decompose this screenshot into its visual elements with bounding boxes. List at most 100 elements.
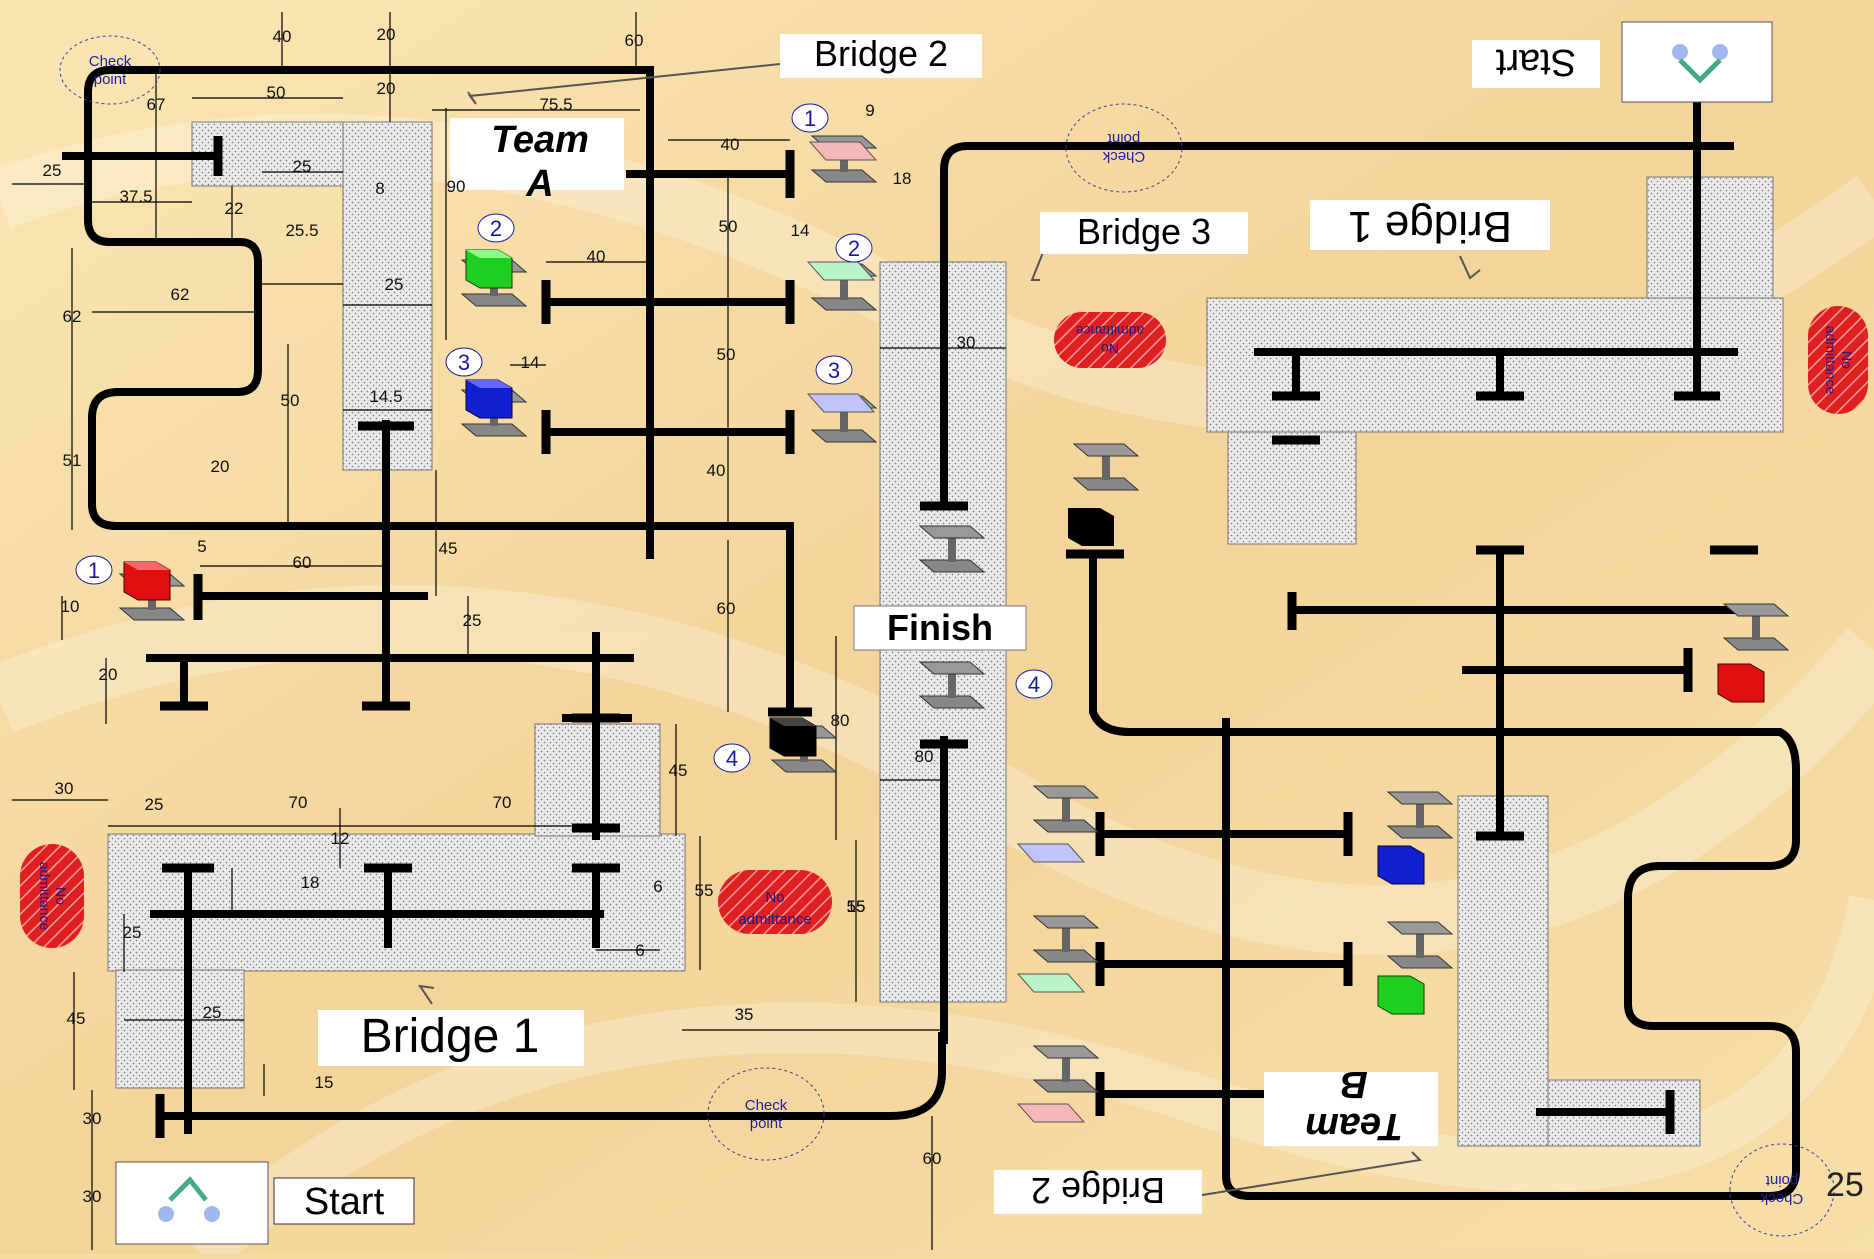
- svg-text:2: 2: [490, 216, 502, 241]
- checkpoint-line2: point: [1107, 130, 1140, 147]
- drop-plates: [806, 141, 1086, 1123]
- dimension-label: 60: [293, 553, 312, 572]
- dimension-label: 18: [301, 873, 320, 892]
- checkpoint-top-center: Check point: [1065, 103, 1183, 193]
- dimension-label: 62: [63, 307, 82, 326]
- slide-number: 25: [1826, 1166, 1864, 1204]
- dimension-label: 18: [893, 169, 912, 188]
- block-stand: [1722, 603, 1790, 651]
- number-3-team-a-stand: 3: [815, 355, 853, 385]
- label-team-b: Team B: [1264, 1063, 1438, 1147]
- blocks: [123, 249, 1765, 1015]
- dimension-lines: [12, 12, 1006, 1250]
- dimension-label: 30: [83, 1109, 102, 1128]
- checkpoint-bottom-right: Check point: [1729, 1143, 1835, 1237]
- dimension-label: 40: [707, 461, 726, 480]
- svg-text:3: 3: [828, 358, 840, 383]
- number-4-black: 4: [713, 743, 751, 773]
- dimension-label: 62: [171, 285, 190, 304]
- label-bridge-3: Bridge 3: [1040, 211, 1248, 254]
- no-admittance-center: No admittance: [718, 870, 832, 934]
- dimension-label: 50: [719, 217, 738, 236]
- dimension-label: 50: [717, 345, 736, 364]
- no-admittance-line2: admittance: [738, 911, 811, 928]
- block-black-center: [1068, 508, 1114, 546]
- svg-text:Bridge 1: Bridge 1: [361, 1010, 540, 1063]
- dimension-label: 60: [923, 1149, 942, 1168]
- dimension-label: 25: [293, 157, 312, 176]
- dimension-label: 55: [695, 881, 714, 900]
- label-bridge-1-top: Bridge 1: [1310, 200, 1550, 251]
- track-caps: [155, 136, 1758, 1138]
- label-bridge-2-bottom: Bridge 2: [994, 1170, 1202, 1214]
- block-black-team-a: [769, 717, 817, 757]
- dimension-label: 25: [385, 275, 404, 294]
- dimension-label: 80: [915, 747, 934, 766]
- svg-text:4: 4: [1028, 672, 1040, 697]
- label-team-a: Team A: [450, 118, 624, 205]
- block-blue-team-a: [465, 379, 513, 419]
- checkpoint-line1: Check: [89, 53, 132, 70]
- block-green-team-b: [1377, 975, 1425, 1015]
- no-admittance-right: No admittance: [1808, 306, 1868, 414]
- track-lines: [62, 66, 1800, 1200]
- svg-text:Bridge 2: Bridge 2: [1031, 1170, 1165, 1211]
- block-red-team-b: [1717, 663, 1765, 703]
- svg-text:Bridge 2: Bridge 2: [814, 33, 948, 74]
- dimension-label: 51: [63, 451, 82, 470]
- dimension-label: 14.5: [369, 387, 402, 406]
- dimension-label: 45: [669, 761, 688, 780]
- dimension-label: 25: [43, 161, 62, 180]
- dimension-label: 25: [463, 611, 482, 630]
- block-stand: [918, 661, 986, 709]
- checkpoint-line1: Check: [1102, 148, 1145, 165]
- label-start-top: Start: [1472, 40, 1600, 88]
- checkpoint-line2: point: [1765, 1172, 1798, 1189]
- svg-text:4: 4: [726, 746, 738, 771]
- svg-text:Start: Start: [1495, 41, 1576, 83]
- dimension-label: 30: [83, 1187, 102, 1206]
- dimension-label: 55: [847, 897, 866, 916]
- svg-text:B: B: [1340, 1063, 1367, 1105]
- block-stand: [918, 525, 986, 573]
- block-stand: [1032, 1045, 1100, 1093]
- svg-text:Start: Start: [304, 1181, 385, 1223]
- dimension-label: 25.5: [285, 221, 318, 240]
- block-stand: [1386, 791, 1454, 839]
- svg-text:2: 2: [848, 236, 860, 261]
- dimension-label: 50: [281, 391, 300, 410]
- dimension-label: 5: [197, 537, 206, 556]
- dimension-label: 67: [147, 95, 166, 114]
- dimension-label: 90: [447, 177, 466, 196]
- checkpoint-bottom-center: Check point: [707, 1067, 825, 1161]
- no-admittance-line1: No: [765, 889, 784, 906]
- no-admittance-line2: admittance: [37, 862, 53, 931]
- no-admittance-left: No admittance: [20, 844, 84, 948]
- svg-text:Team: Team: [1305, 1105, 1403, 1147]
- label-bridge-2-top: Bridge 2: [780, 33, 982, 78]
- dimension-label: 14: [791, 221, 810, 240]
- dimension-label: 60: [717, 599, 736, 618]
- dimension-label: 20: [377, 79, 396, 98]
- robot-icon-top: [1621, 21, 1773, 103]
- no-admittance-top: No admittance: [1054, 312, 1166, 368]
- block-green-team-a: [465, 249, 513, 289]
- dimension-label: 70: [289, 793, 308, 812]
- dimension-label: 40: [721, 135, 740, 154]
- svg-text:Bridge 3: Bridge 3: [1077, 211, 1211, 252]
- dimension-label: 35: [735, 1005, 754, 1024]
- label-bridge-1-bottom: Bridge 1: [318, 1010, 584, 1066]
- svg-text:1: 1: [804, 106, 816, 131]
- checkpoint-top-left: Check point: [59, 35, 161, 105]
- dimension-label: 14: [521, 353, 540, 372]
- dimension-label: 30: [957, 333, 976, 352]
- label-finish: Finish: [853, 605, 1027, 651]
- block-stand: [1072, 443, 1140, 491]
- checkpoint-line2: point: [94, 71, 127, 88]
- dimension-label: 12: [331, 829, 350, 848]
- number-2-green: 2: [477, 213, 515, 243]
- number-1-team-a-stand: 1: [791, 103, 829, 133]
- dimension-label: 10: [61, 597, 80, 616]
